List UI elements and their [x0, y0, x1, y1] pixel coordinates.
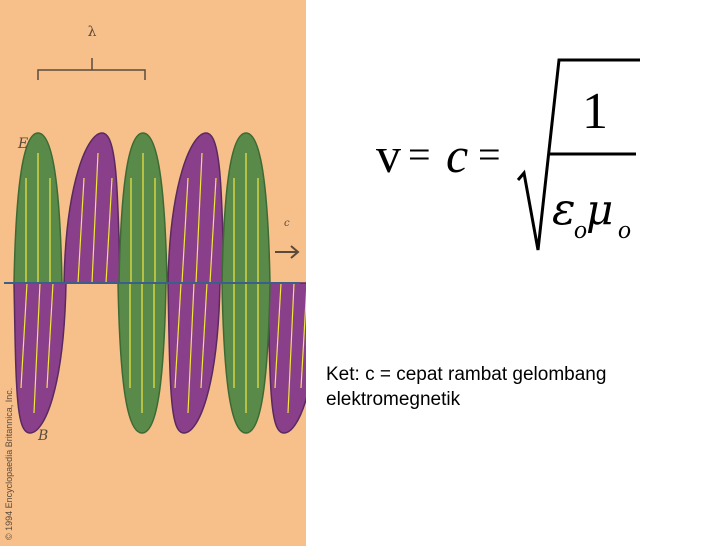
field-vector-line	[187, 282, 195, 414]
note-line-2: elektromegnetik	[326, 389, 461, 410]
field-vector-line	[20, 282, 28, 389]
field-vector-line	[46, 282, 54, 389]
field-vector-line	[200, 282, 208, 389]
wavelength-label: λ	[88, 24, 97, 40]
b-field-label: B	[37, 428, 48, 444]
formula-epsilon-subscript: o	[574, 215, 587, 244]
formula-equals-2: =	[478, 132, 501, 177]
b-field-lobe	[167, 132, 225, 284]
formula-c: c	[446, 127, 468, 183]
field-vector-line	[287, 282, 295, 414]
field-vector-line	[77, 177, 85, 284]
formula-numerator: 1	[582, 83, 608, 140]
copyright-text: © 1994 Encyclopaedia Britannica, Inc.	[4, 388, 14, 540]
b-field-lobe	[267, 282, 306, 434]
field-vector-line	[195, 152, 203, 284]
b-field-lobe	[167, 282, 221, 434]
field-vector-line	[33, 282, 41, 414]
field-vector-line	[174, 282, 182, 389]
square-root-sign	[516, 58, 640, 251]
note-line-1: Ket: c = cepat rambat gelombang	[326, 364, 607, 385]
formula-mu: μ	[586, 185, 613, 234]
speed-of-light-formula: v = c = 1 ε o μ o	[376, 58, 640, 251]
field-vector-line	[91, 152, 99, 284]
direction-arrow-icon	[275, 245, 300, 259]
field-vector-line	[300, 289, 306, 389]
formula-mu-subscript: o	[618, 215, 631, 244]
em-wave-diagram: λ E B c © 1994 Encyclopaedia Britannica,…	[0, 0, 306, 546]
direction-label: c	[284, 218, 290, 229]
wavelength-bracket	[37, 58, 146, 80]
formula-note: Ket: c = cepat rambat gelombang elektrom…	[326, 362, 716, 412]
formula-v: v	[376, 127, 401, 183]
b-field-lobe	[63, 132, 121, 284]
b-field-lobe	[13, 282, 67, 434]
field-vector-line	[181, 177, 189, 284]
field-vector-line	[209, 177, 217, 284]
e-field-label: E	[17, 136, 28, 152]
field-vector-line	[274, 282, 282, 389]
formula-epsilon: ε	[552, 184, 576, 235]
formula-equals-1: =	[408, 132, 431, 177]
field-vector-line	[105, 177, 113, 284]
